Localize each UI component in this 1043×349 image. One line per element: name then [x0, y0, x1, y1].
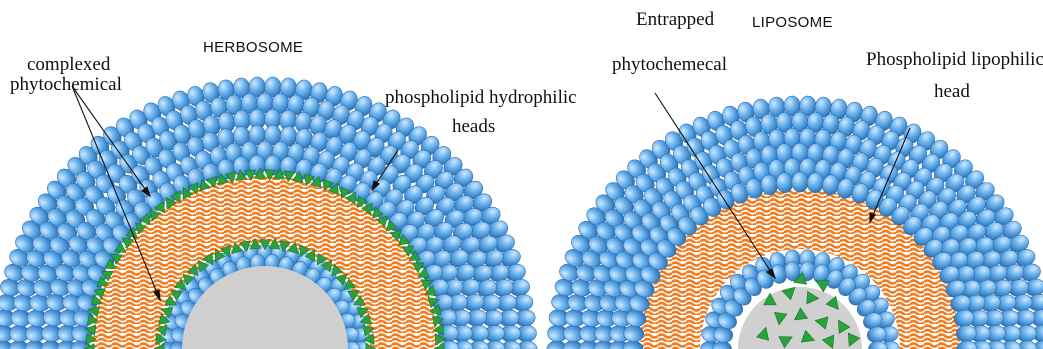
label-entrapped: Entrapped [636, 10, 714, 30]
label-hydrophilic-line1: phospholipid hydrophilic [385, 88, 577, 108]
liposome-vesicle [547, 96, 1043, 349]
label-phytochemical: phytochemical [10, 75, 122, 95]
label-hydrophilic-line2: heads [452, 117, 495, 137]
liposome-outer-head [957, 341, 977, 349]
liposome-outer-head [792, 172, 808, 192]
label-lipophilic-line1: Phospholipid lipophilic [866, 50, 1043, 70]
label-phytochemecal: phytochemecal [612, 55, 727, 75]
label-complexed: complexed [27, 55, 110, 75]
label-lipophilic-line2: head [934, 82, 970, 102]
herbosome-title: HERBOSOME [203, 40, 303, 56]
liposome-title: LIPOSOME [752, 15, 833, 31]
